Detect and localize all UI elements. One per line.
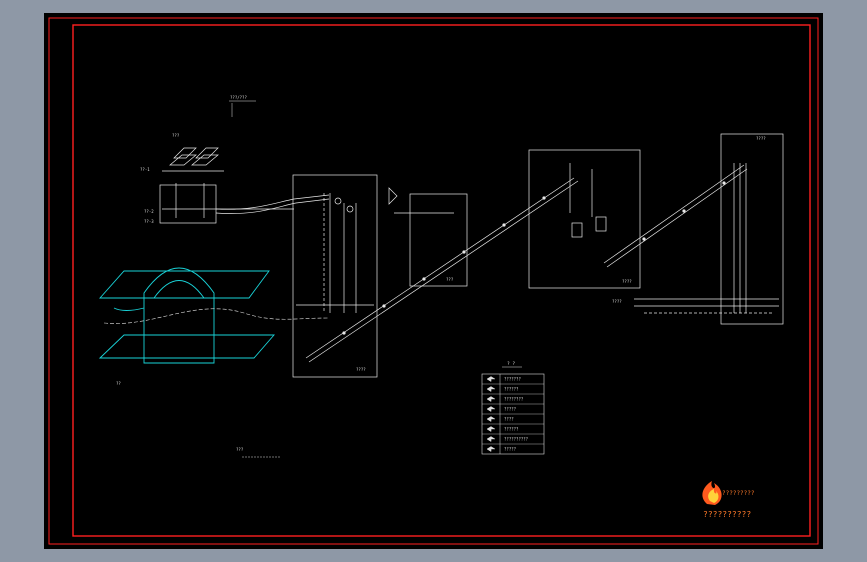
svg-text:???: ??? <box>236 447 244 452</box>
legend-row-text: ????? <box>504 407 517 412</box>
scale-note: ??? ?? <box>116 381 280 458</box>
reducer-symbol <box>486 426 496 432</box>
meter-symbol <box>486 406 496 412</box>
pipe-valve-mark <box>642 237 646 241</box>
svg-text:????: ???? <box>612 299 622 304</box>
pump-symbol <box>486 386 496 392</box>
pipe-route-a <box>215 194 330 210</box>
legend-table: ? ? ????????????????????????????????????… <box>481 361 545 455</box>
pipe-route-b <box>103 308 330 324</box>
legend-row-text: ??????? <box>504 377 521 382</box>
process-box-1: ???? <box>292 174 378 378</box>
legend-row-text: ????? <box>504 447 517 452</box>
process-box-3: ???? <box>528 149 641 289</box>
process-box-4: ???? <box>720 133 784 325</box>
manifold: ???? <box>612 298 779 314</box>
svg-text:????: ???? <box>356 367 366 372</box>
logo-caption: ????????? <box>722 490 755 497</box>
cap-symbol <box>486 446 496 452</box>
check-valve-symbol <box>486 416 496 422</box>
pipe-valve-mark <box>542 196 546 200</box>
pipe-valve-mark <box>462 250 466 254</box>
pipe-valve-mark <box>502 223 506 227</box>
svg-text:????: ???? <box>756 136 766 141</box>
tee-symbol <box>486 436 496 442</box>
company-text: ?????????? <box>703 510 751 519</box>
cyan-building <box>98 267 275 364</box>
legend-row-text: ?????? <box>504 387 519 392</box>
legend-row-text: ?????????? <box>504 437 529 442</box>
pipe-valve-mark <box>722 181 726 185</box>
outer-border <box>48 17 819 545</box>
main-diagonal-pipe <box>305 164 748 363</box>
pipe-valve-mark <box>342 331 346 335</box>
piping-diagram: ???/??? ??? ??-1 ??-2 ??-3 <box>48 17 819 545</box>
svg-text:????: ???? <box>622 279 632 284</box>
flame-logo-icon <box>702 481 722 505</box>
filter-symbol <box>486 396 496 402</box>
top-note: ???/??? <box>229 95 256 117</box>
legend-title: ? ? <box>507 361 515 367</box>
svg-text:??-1: ??-1 <box>140 167 150 172</box>
title-block: ????????? ?????????? <box>702 481 755 519</box>
process-box-2: ??? <box>388 187 468 287</box>
legend-row-text: ???? <box>504 417 514 422</box>
pipe-valve-mark <box>422 277 426 281</box>
svg-text:???/???: ???/??? <box>230 95 247 100</box>
pump-station: ??? ??-1 ??-2 ??-3 <box>140 133 294 224</box>
inner-border <box>72 24 811 537</box>
svg-text:??-2: ??-2 <box>144 209 154 214</box>
svg-text:???: ??? <box>172 133 180 138</box>
pipe-valve-mark <box>682 209 686 213</box>
legend-row-text: ???????? <box>504 397 524 402</box>
svg-text:??: ?? <box>116 381 121 386</box>
drawing-sheet: ???/??? ??? ??-1 ??-2 ??-3 <box>44 13 823 549</box>
pipe-valve-mark <box>382 304 386 308</box>
valve-symbol <box>486 376 496 382</box>
svg-text:??-3: ??-3 <box>144 219 154 224</box>
svg-text:???: ??? <box>446 277 454 282</box>
legend-row-text: ?????? <box>504 427 519 432</box>
